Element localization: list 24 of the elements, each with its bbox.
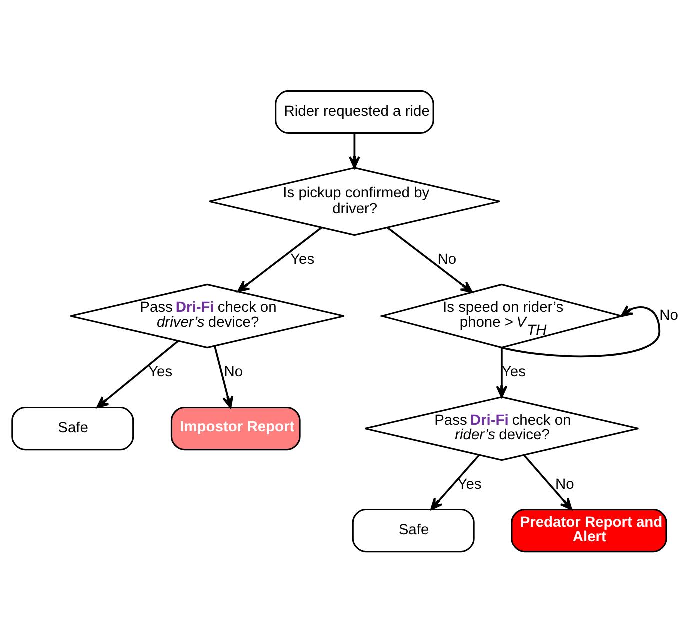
arrow	[496, 348, 508, 398]
node-diamond: Is pickup confirmed by driver?	[208, 167, 501, 236]
edge-label: No	[224, 364, 244, 380]
edge-label: No	[660, 308, 678, 324]
arrow	[387, 227, 473, 294]
edge-label: Yes	[458, 476, 482, 493]
node-box: Rider requested a ride	[275, 90, 434, 134]
edge-label: Yes	[290, 252, 315, 268]
node-diamond: Pass Dri-Fi check on rider’s device?	[364, 396, 640, 462]
arrow	[237, 227, 322, 292]
node-box: Impostor Report	[170, 406, 301, 451]
edge-label: No	[556, 476, 574, 493]
node-box: Predator Report and Alert	[511, 508, 668, 553]
arrow	[214, 346, 234, 409]
arrow	[524, 454, 572, 510]
arrow	[96, 340, 179, 408]
node-diamond: Pass Dri-Fi check on driver’s device?	[70, 284, 345, 349]
node-box: Safe	[352, 508, 475, 553]
arrow	[502, 305, 661, 358]
arrow	[430, 454, 480, 510]
node-box: Safe	[12, 406, 134, 451]
edge-label: No	[438, 252, 457, 268]
arrow	[349, 134, 360, 169]
edge-label: Yes	[148, 364, 173, 380]
